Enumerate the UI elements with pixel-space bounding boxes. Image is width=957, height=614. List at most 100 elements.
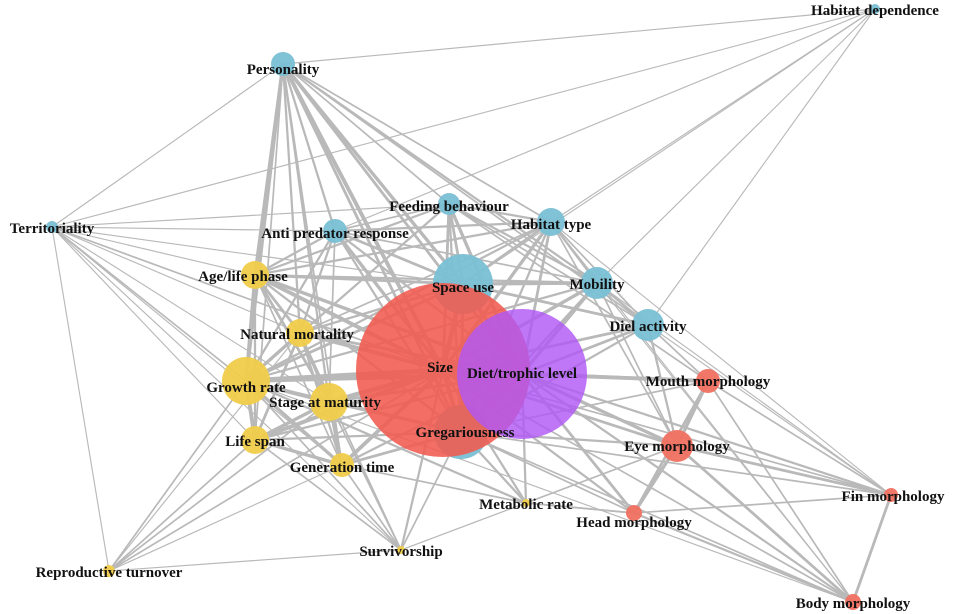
label-habitat-dependence: Habitat dependence	[811, 3, 939, 19]
node-growth-rate[interactable]	[222, 357, 270, 405]
label-mobility: Mobility	[570, 277, 625, 293]
edge-eye-morphology-body-morphology	[675, 444, 855, 604]
edge-diel-activity-fin-morphology	[647, 324, 892, 496]
node-stage-at-maturity[interactable]	[310, 383, 348, 421]
edge-habitat-dependence-diel-activity	[647, 8, 876, 326]
edge-age-life-phase-generation-time	[254, 274, 343, 466]
node-feeding-behaviour[interactable]	[438, 193, 460, 215]
node-reproductive-turnover[interactable]	[103, 565, 115, 577]
edge-eye-morphology-fin-morphology	[675, 444, 893, 497]
label-reproductive-turnover: Reproductive turnover	[36, 565, 183, 581]
edge-territoriality-age-life-phase	[51, 226, 256, 276]
edge-age-life-phase-mobility	[253, 273, 599, 285]
label-stage-at-maturity: Stage at maturity	[269, 395, 381, 411]
edge-territoriality-natural-mortality	[51, 226, 301, 334]
edge-territoriality-life-span	[51, 226, 256, 441]
edge-survivorship-reproductive-turnover	[108, 549, 402, 572]
edge-territoriality-stage-at-maturity	[51, 226, 330, 403]
edge-feeding-behaviour-mobility	[447, 202, 599, 285]
node-body-morphology[interactable]	[845, 594, 861, 610]
node-habitat-type[interactable]	[537, 208, 565, 236]
edge-survivorship-eye-morphology	[400, 445, 678, 551]
node-natural-mortality[interactable]	[286, 319, 314, 347]
edge-head-morphology-fin-morphology	[633, 494, 892, 514]
label-feeding-behaviour: Feeding behaviour	[389, 199, 509, 215]
label-life-span: Life span	[225, 434, 285, 450]
node-life-span[interactable]	[241, 426, 269, 454]
edge-generation-time-survivorship	[341, 464, 402, 551]
edge-generation-time-reproductive-turnover	[108, 464, 343, 572]
label-diel-activity: Diel activity	[609, 319, 687, 335]
edge-habitat-dependence-mobility	[596, 8, 876, 284]
edge-life-span-reproductive-turnover	[108, 439, 256, 572]
node-layer	[46, 4, 898, 610]
edge-diet-trophic-level-body-morphology	[520, 372, 855, 604]
edge-head-morphology-gregariousness	[460, 431, 635, 514]
node-mouth-morphology[interactable]	[696, 369, 720, 393]
edge-metabolic-rate-head-morphology	[525, 502, 635, 514]
edge-habitat-type-age-life-phase	[253, 220, 553, 277]
edge-life-span-generation-time	[253, 438, 344, 467]
edge-anti-predator-response-growth-rate	[244, 229, 337, 383]
label-size: Size	[427, 360, 453, 376]
node-age-life-phase[interactable]	[241, 261, 269, 289]
label-territoriality: Territoriality	[10, 221, 95, 237]
node-mobility[interactable]	[581, 267, 613, 299]
label-fin-morphology: Fin morphology	[842, 489, 945, 505]
label-layer: Habitat dependencePersonalityTerritorial…	[10, 3, 945, 612]
edge-habitat-dependence-space-use	[462, 8, 876, 285]
node-anti-predator-response[interactable]	[323, 219, 347, 243]
node-fin-morphology[interactable]	[884, 488, 898, 502]
edge-habitat-type-natural-mortality	[299, 221, 552, 334]
node-habitat-dependence[interactable]	[870, 4, 880, 14]
node-territoriality[interactable]	[46, 221, 58, 233]
label-head-morphology: Head morphology	[576, 515, 692, 531]
edge-body-morphology-gregariousness	[460, 431, 854, 603]
edge-body-morphology-growth-rate	[245, 380, 854, 603]
edge-anti-predator-response-natural-mortality	[298, 229, 337, 335]
label-natural-mortality: Natural mortality	[240, 327, 354, 343]
edge-habitat-dependence-anti-predator-response	[334, 8, 876, 232]
node-metabolic-rate[interactable]	[522, 499, 530, 507]
label-space-use: Space use	[432, 280, 494, 296]
edge-diel-activity-eye-morphology	[646, 323, 679, 448]
edge-personality-anti-predator-response	[281, 62, 337, 233]
edge-personality-natural-mortality	[281, 62, 302, 335]
label-anti-predator-response: Anti predator response	[261, 226, 409, 242]
node-survivorship[interactable]	[397, 546, 405, 554]
edge-life-span-survivorship	[254, 439, 402, 551]
edge-natural-mortality-life-span	[253, 331, 302, 442]
label-personality: Personality	[247, 62, 320, 78]
edge-mouth-morphology-fin-morphology	[707, 380, 892, 496]
node-personality[interactable]	[271, 52, 295, 76]
label-metabolic-rate: Metabolic rate	[479, 497, 573, 513]
edge-personality-territoriality	[51, 63, 284, 228]
node-eye-morphology[interactable]	[661, 430, 693, 462]
edge-territoriality-reproductive-turnover	[51, 226, 110, 572]
edge-growth-rate-survivorship	[245, 380, 402, 551]
label-growth-rate: Growth rate	[206, 380, 286, 396]
edge-mouth-morphology-body-morphology	[707, 380, 854, 603]
edge-space-use-diel-activity	[461, 282, 650, 327]
edge-personality-feeding-behaviour	[282, 63, 450, 205]
edge-anti-predator-response-stage-at-maturity	[328, 230, 336, 403]
label-generation-time: Generation time	[290, 460, 395, 476]
edge-fin-morphology-gregariousness	[460, 431, 892, 496]
node-diet-trophic-level[interactable]	[457, 309, 587, 439]
edge-territoriality-anti-predator-response	[51, 226, 336, 232]
node-diel-activity[interactable]	[632, 309, 664, 341]
edge-growth-rate-metabolic-rate	[244, 379, 528, 505]
label-age-life-phase: Age/life phase	[198, 269, 288, 285]
edge-anti-predator-response-age-life-phase	[253, 229, 337, 277]
edge-personality-habitat-dependence	[282, 8, 876, 65]
edge-habitat-type-eye-morphology	[550, 221, 678, 447]
edge-reproductive-turnover-stage-at-maturity	[108, 401, 330, 572]
edge-stage-at-maturity-survivorship	[328, 401, 402, 551]
node-generation-time[interactable]	[330, 453, 354, 477]
edge-personality-habitat-type	[282, 63, 552, 223]
label-habitat-type: Habitat type	[511, 217, 592, 233]
node-head-morphology[interactable]	[626, 505, 642, 521]
edge-habitat-dependence-territoriality	[51, 8, 876, 228]
